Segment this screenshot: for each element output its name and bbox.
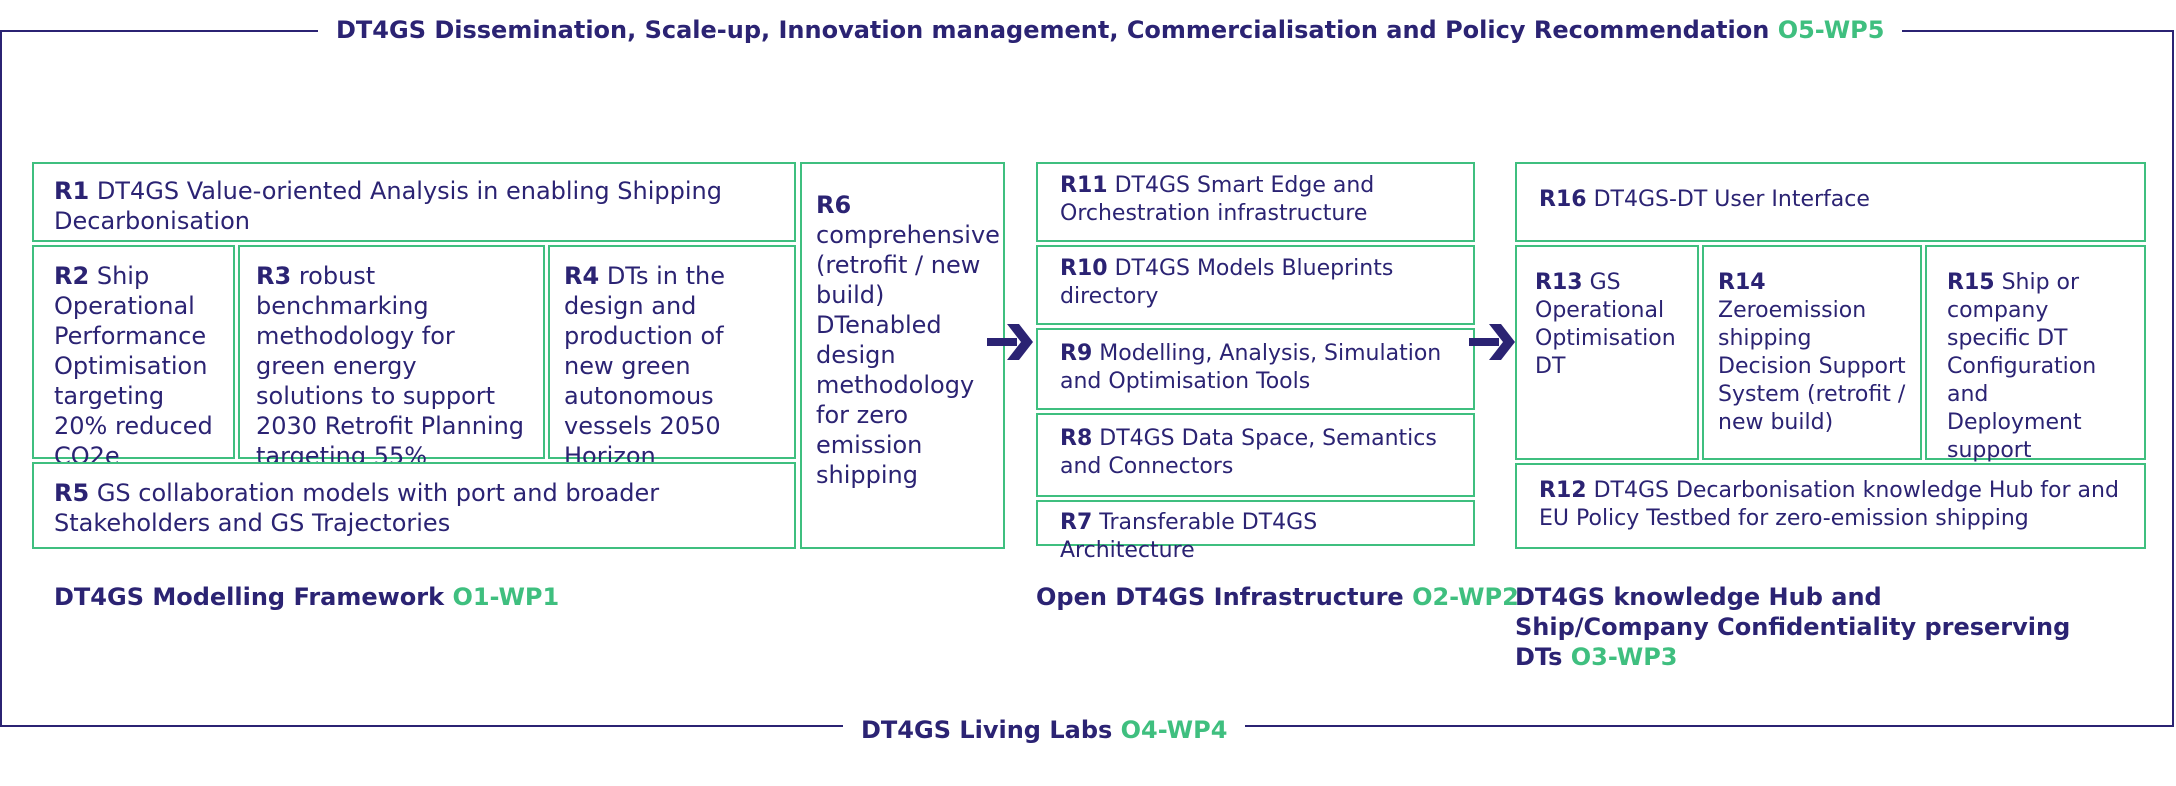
arrow-right-icon <box>987 324 1033 360</box>
result-r6-id: R6 <box>816 191 852 219</box>
result-r7: R7 Transferable DT4GS Architecture <box>1036 500 1475 563</box>
result-r15: R15 Ship or company specific DT Configur… <box>1925 245 2146 491</box>
result-r11-id: R11 <box>1060 173 1108 198</box>
result-r1-text: DT4GS Value-oriented Analysis in enablin… <box>54 177 722 235</box>
result-r7-text: Transferable DT4GS Architecture <box>1060 510 1318 563</box>
result-r15-id: R15 <box>1947 270 1995 295</box>
arrow-right-icon <box>1469 324 1515 360</box>
result-r14-text: Zeroemission shipping Decision Support S… <box>1718 298 1906 435</box>
result-r9-text: Modelling, Analysis, Simulation and Opti… <box>1060 341 1442 394</box>
wp1-code: O1-WP1 <box>452 583 560 611</box>
result-r9: R9 Modelling, Analysis, Simulation and O… <box>1036 328 1475 410</box>
result-r2-text: Ship Operational Performance Optimisatio… <box>54 262 213 470</box>
result-r13: R13 GS Operational Optimisation DT <box>1515 245 1699 460</box>
wp4-code: O4-WP4 <box>1120 716 1228 744</box>
wp5-title: DT4GS Dissemination, Scale-up, Innovatio… <box>318 15 1903 45</box>
wp2-label-text: Open DT4GS Infrastructure <box>1036 583 1404 611</box>
result-r7-id: R7 <box>1060 510 1093 535</box>
result-r3-id: R3 <box>256 262 292 290</box>
result-r12: R12 DT4GS Decarbonisation knowledge Hub … <box>1515 463 2146 549</box>
result-r8: R8 DT4GS Data Space, Semantics and Conne… <box>1036 413 1475 497</box>
wp3-label: DT4GS knowledge Hub and Ship/Company Con… <box>1515 582 2075 672</box>
result-r16: R16 DT4GS-DT User Interface <box>1515 162 2146 242</box>
wp2-code: O2-WP2 <box>1412 583 1519 611</box>
result-r3: R3 robust benchmarking methodology for g… <box>238 245 545 500</box>
result-r4-id: R4 <box>564 262 600 290</box>
result-r12-id: R12 <box>1539 478 1587 503</box>
wp2-label: Open DT4GS Infrastructure O2-WP2 <box>1036 582 1519 612</box>
result-r10-text: DT4GS Models Blueprints directory <box>1060 256 1394 309</box>
result-r2: R2 Ship Operational Performance Optimisa… <box>32 245 235 470</box>
result-r6-text: comprehensive (retrofit / new build) DTe… <box>816 221 1000 489</box>
result-r13-text: GS Operational Optimisation DT <box>1535 270 1676 379</box>
result-r15-text: Ship or company specific DT Configuratio… <box>1947 270 2097 491</box>
result-r16-text: DT4GS-DT User Interface <box>1593 187 1870 212</box>
result-r13-id: R13 <box>1535 270 1583 295</box>
result-r8-text: DT4GS Data Space, Semantics and Connecto… <box>1060 426 1437 479</box>
result-r4: R4 DTs in the design and production of n… <box>548 245 796 470</box>
wp3-code: O3-WP3 <box>1570 643 1678 671</box>
wp5-title-text: DT4GS Dissemination, Scale-up, Innovatio… <box>336 16 1770 44</box>
result-r6: R6 comprehensive (retrofit / new build) … <box>800 162 1005 549</box>
result-r10: R10 DT4GS Models Blueprints directory <box>1036 245 1475 325</box>
wp1-label-text: DT4GS Modelling Framework <box>54 583 445 611</box>
result-r5-id: R5 <box>54 479 90 507</box>
result-r11-text: DT4GS Smart Edge and Orchestration infra… <box>1060 173 1375 226</box>
result-r8-id: R8 <box>1060 426 1093 451</box>
result-r10-id: R10 <box>1060 256 1108 281</box>
result-r4-text: DTs in the design and production of new … <box>564 262 726 470</box>
result-r14: R14 Zeroemission shipping Decision Suppo… <box>1702 245 1922 460</box>
wp4-title: DT4GS Living Labs O4-WP4 <box>843 715 1246 745</box>
result-r16-id: R16 <box>1539 187 1587 212</box>
result-r14-id: R14 <box>1718 270 1766 295</box>
wp5-code: O5-WP5 <box>1777 16 1885 44</box>
result-r1: R1 DT4GS Value-oriented Analysis in enab… <box>32 162 796 242</box>
result-r12-text: DT4GS Decarbonisation knowledge Hub for … <box>1539 478 2119 531</box>
result-r1-id: R1 <box>54 177 90 205</box>
result-r11: R11 DT4GS Smart Edge and Orchestration i… <box>1036 162 1475 242</box>
result-r5: R5 GS collaboration models with port and… <box>32 462 796 549</box>
wp1-label: DT4GS Modelling Framework O1-WP1 <box>54 582 559 612</box>
result-r5-text: GS collaboration models with port and br… <box>54 479 660 537</box>
wp4-title-text: DT4GS Living Labs <box>861 716 1113 744</box>
result-r9-id: R9 <box>1060 341 1093 366</box>
wp3-label-text: DT4GS knowledge Hub and Ship/Company Con… <box>1515 583 2071 671</box>
result-r2-id: R2 <box>54 262 90 290</box>
